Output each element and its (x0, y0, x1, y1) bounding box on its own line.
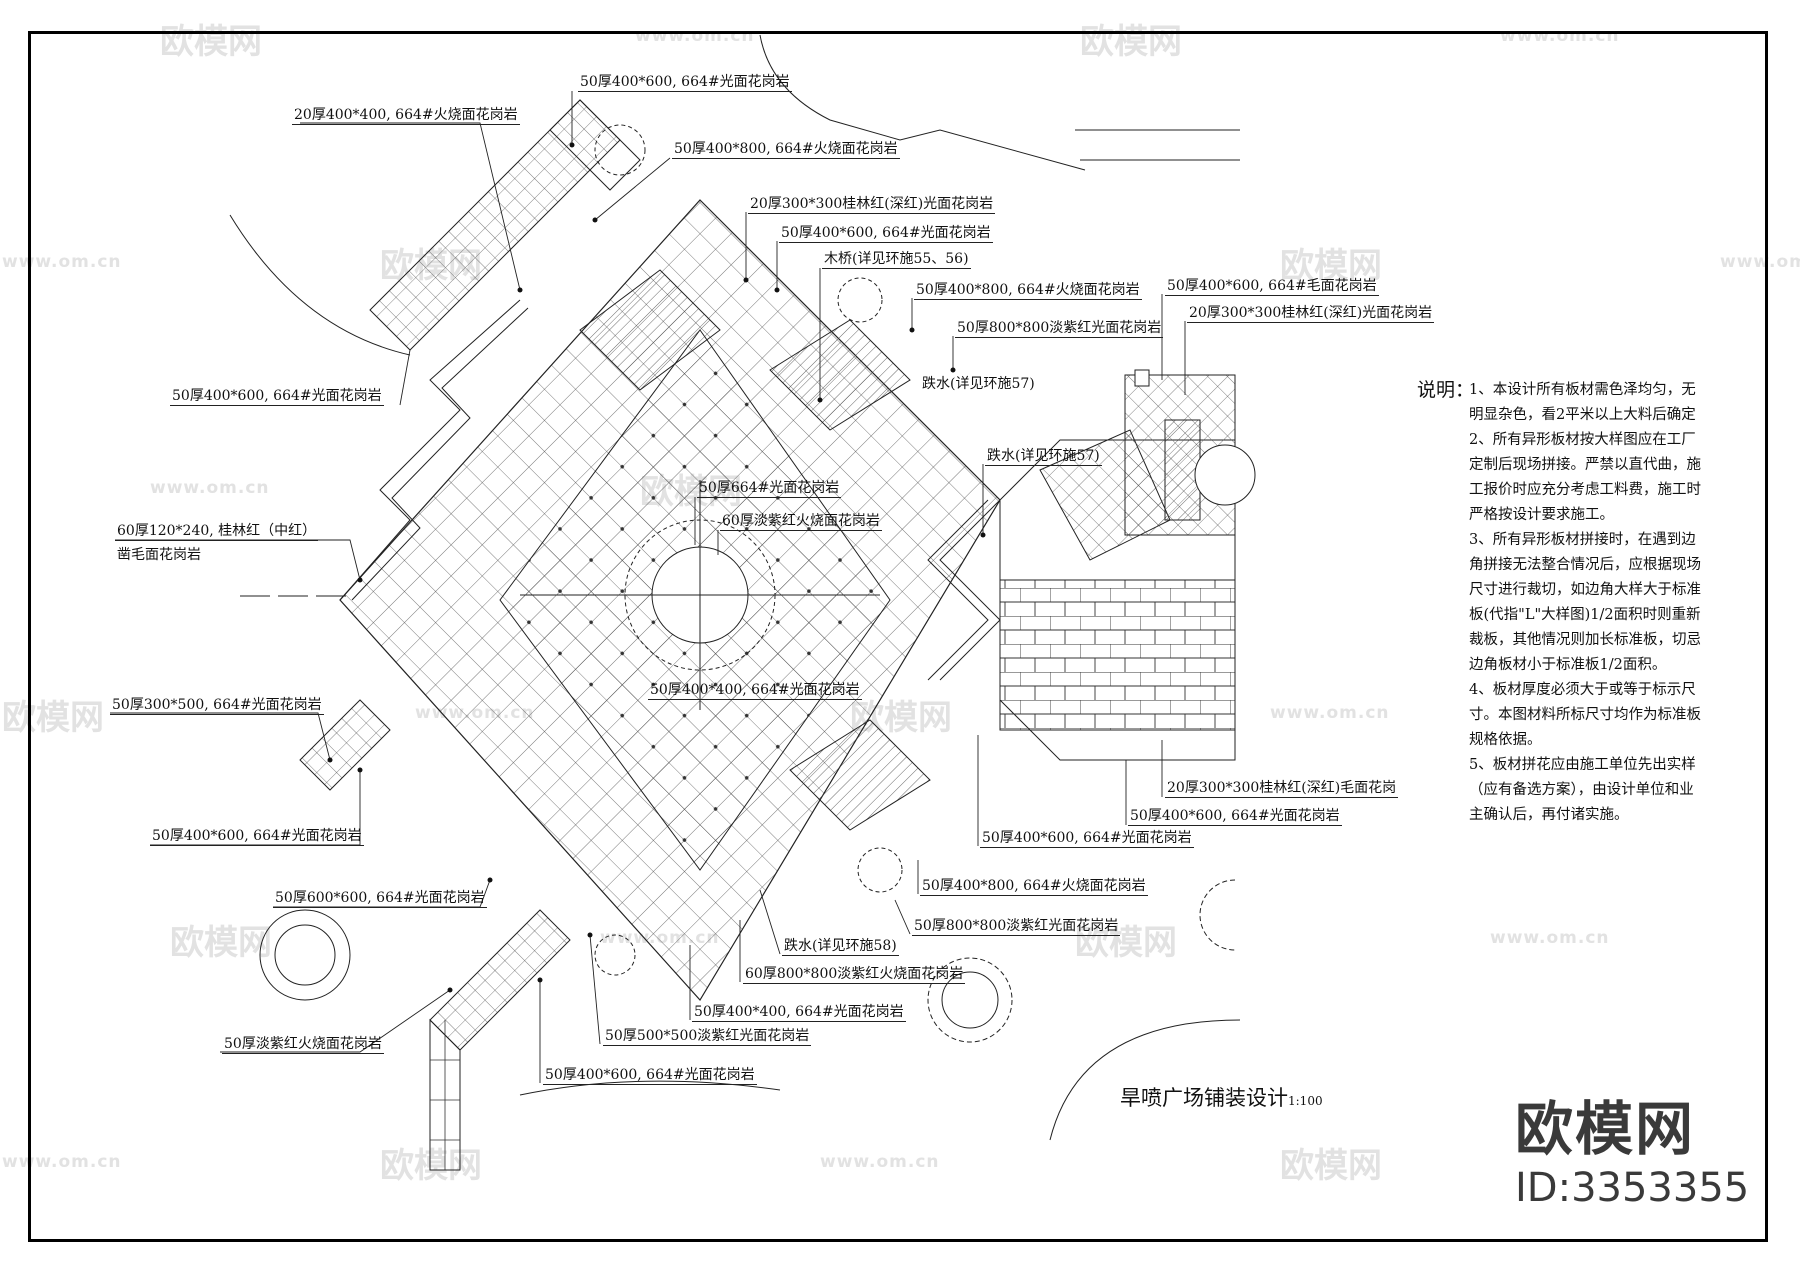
material-label: 50厚400*600, 664#光面花岗岩 (150, 828, 364, 846)
material-label: 50厚400*800, 664#火烧面花岗岩 (672, 141, 900, 159)
brand-id: ID:3353355 (1515, 1165, 1750, 1211)
drawing-title: 旱喷广场铺装设计1:100 (1120, 1082, 1323, 1112)
material-label: 50厚400*600, 664#光面花岗岩 (1128, 808, 1342, 826)
watermark-url: www.om.cn (820, 1152, 940, 1172)
material-label: 50厚300*500, 664#光面花岗岩 (110, 697, 324, 715)
material-label: 60厚800*800淡紫红火烧面花岗岩 (743, 966, 966, 984)
material-label: 50厚400*800, 664#火烧面花岗岩 (920, 878, 1148, 896)
drawing-title-text: 旱喷广场铺装设计 (1120, 1086, 1288, 1110)
material-label: 50厚400*600, 664#光面花岗岩 (779, 225, 993, 243)
material-label: 60厚120*240, 桂林红（中红） (115, 523, 319, 541)
waterfall-label: 跌水(详见环施57) (922, 376, 1035, 392)
watermark-url: www.om.cn (1490, 928, 1610, 948)
watermark-url: www.om.cn (150, 478, 270, 498)
watermark-url: www.om.cn (1720, 252, 1800, 272)
watermark-url: www.om.cn (2, 1152, 122, 1172)
watermark-logo: 欧模网 (160, 22, 262, 62)
material-label: 50厚600*600, 664#光面花岗岩 (273, 890, 487, 908)
material-label: 50厚800*800淡紫红光面花岗岩 (955, 320, 1164, 338)
material-label: 50厚400*600, 664#毛面花岗岩 (1165, 278, 1379, 296)
material-label: 50厚500*500淡紫红光面花岗岩 (603, 1028, 812, 1046)
note-item: 1、本设计所有板材需色泽均匀，无明显杂色，看2平米以上大料后确定 (1469, 382, 1696, 423)
material-label: 50厚400*600, 664#光面花岗岩 (170, 388, 384, 406)
material-label: 凿毛面花岗岩 (117, 547, 201, 563)
note-item: 5、板材拼花应由施工单位先出实样（应有备选方案），由设计单位和业主确认后，再付诸… (1469, 757, 1696, 823)
material-label: 50厚664#光面花岗岩 (697, 480, 842, 498)
note-item: 2、所有异形板材按大样图应在工厂定制后现场拼接。严禁以直代曲，施工报价时应充分考… (1469, 432, 1701, 523)
wood-bridge-label: 木桥(详见环施55、56) (822, 251, 971, 269)
watermark-logo: 欧模网 (170, 923, 272, 963)
watermark-logo: 欧模网 (2, 698, 104, 738)
drawing-scale: 1:100 (1288, 1094, 1323, 1108)
watermark-logo: 欧模网 (1075, 923, 1177, 963)
design-notes: 说明： 1、本设计所有板材需色泽均匀，无明显杂色，看2平米以上大料后确定 2、所… (1417, 378, 1707, 828)
material-label: 50厚400*400, 664#光面花岗岩 (692, 1004, 906, 1022)
watermark-logo: 欧模网 (380, 1146, 482, 1186)
material-label: 20厚300*300桂林红(深红)光面花岗岩 (1187, 305, 1435, 323)
note-item: 4、板材厚度必须大于或等于标示尺寸。本图材料所标尺寸均作为标准板规格依据。 (1469, 682, 1701, 748)
material-label: 50厚400*600, 664#光面花岗岩 (578, 74, 792, 92)
material-label: 60厚淡紫红火烧面花岗岩 (720, 513, 882, 531)
brand-logo-text: 欧模网 (1515, 1095, 1696, 1163)
material-label: 20厚300*300桂林红(深红)毛面花岗 (1165, 780, 1399, 798)
material-label: 50厚400*400, 664#光面花岗岩 (648, 682, 862, 700)
material-label: 20厚400*400, 664#火烧面花岗岩 (292, 107, 520, 125)
watermark-url: www.om.cn (2, 252, 122, 272)
watermark-logo: 欧模网 (1280, 1146, 1382, 1186)
watermark-logo: 欧模网 (1080, 22, 1182, 62)
material-label: 50厚400*600, 664#光面花岗岩 (543, 1067, 757, 1085)
watermark-url: www.om.cn (1270, 703, 1390, 723)
material-label: 50厚400*600, 664#光面花岗岩 (980, 830, 1194, 848)
waterfall-label: 跌水(详见环施58) (782, 938, 899, 956)
notes-heading: 说明： (1417, 379, 1475, 401)
drawing-border (28, 31, 1768, 1242)
note-item: 3、所有异形板材拼接时，在遇到边角拼接无法整合情况后，应根据现场尺寸进行裁切，如… (1469, 532, 1701, 673)
material-label: 50厚800*800淡紫红光面花岗岩 (912, 918, 1121, 936)
material-label: 20厚300*300桂林红(深红)光面花岗岩 (748, 196, 996, 214)
material-label: 50厚400*800, 664#火烧面花岗岩 (914, 282, 1142, 300)
waterfall-label: 跌水(详见环施57) (985, 448, 1102, 466)
watermark-logo: 欧模网 (1280, 246, 1382, 286)
material-label: 50厚淡紫红火烧面花岗岩 (222, 1036, 384, 1054)
